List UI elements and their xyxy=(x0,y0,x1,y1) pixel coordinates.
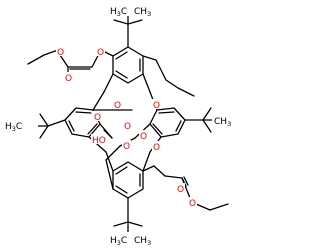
oxygen-label: O xyxy=(153,101,160,111)
methyl-label-bottom-left: H3C xyxy=(110,236,127,247)
oxygen-label: O xyxy=(97,48,104,58)
methyl-label-left: H3C xyxy=(5,122,22,133)
tert-butyl-bottom xyxy=(113,197,143,233)
oxygen-label: O xyxy=(124,122,131,132)
ester-arm-top-right xyxy=(142,55,195,97)
methyl-labels: H3C CH3 H3C CH3 H3C CH3 xyxy=(5,7,231,247)
oxygen-label: O xyxy=(189,199,196,209)
methyl-label-top-left: H3C xyxy=(110,7,127,18)
tert-butyl-right xyxy=(184,107,214,133)
oxygen-label: O xyxy=(65,74,72,84)
methyl-label-right: CH3 xyxy=(214,117,231,128)
methyl-label-bottom-right: CH3 xyxy=(134,236,151,247)
ester-arm-center xyxy=(92,109,151,190)
oxygen-labels: O O O O O O O O HO O O O O xyxy=(57,48,196,209)
hydroxy-label: HO xyxy=(92,136,106,146)
oxygen-label: O xyxy=(123,142,130,152)
oxygen-label: O xyxy=(153,143,160,153)
oxygen-label: O xyxy=(114,101,121,111)
aromatic-ring-right xyxy=(149,107,186,138)
oxygen-label: O xyxy=(57,48,64,58)
structure-drawing: H3C CH3 H3C CH3 H3C CH3 O O O O O O O O … xyxy=(4,4,248,247)
ester-arm-bottom-right xyxy=(142,165,229,211)
aromatic-ring-top xyxy=(112,46,144,84)
label-backgrounds xyxy=(4,4,248,244)
oxygen-label: O xyxy=(140,132,147,142)
tert-butyl-left xyxy=(37,113,66,139)
aromatic-ring-bottom xyxy=(112,161,144,199)
tert-butyl-top xyxy=(113,13,143,48)
oxygen-label: O xyxy=(177,185,184,195)
methyl-label-top-right: CH3 xyxy=(134,7,151,18)
oxygen-label: O xyxy=(94,113,101,123)
molecule-stage: H3C CH3 H3C CH3 H3C CH3 O O O O O O O O … xyxy=(4,4,248,247)
